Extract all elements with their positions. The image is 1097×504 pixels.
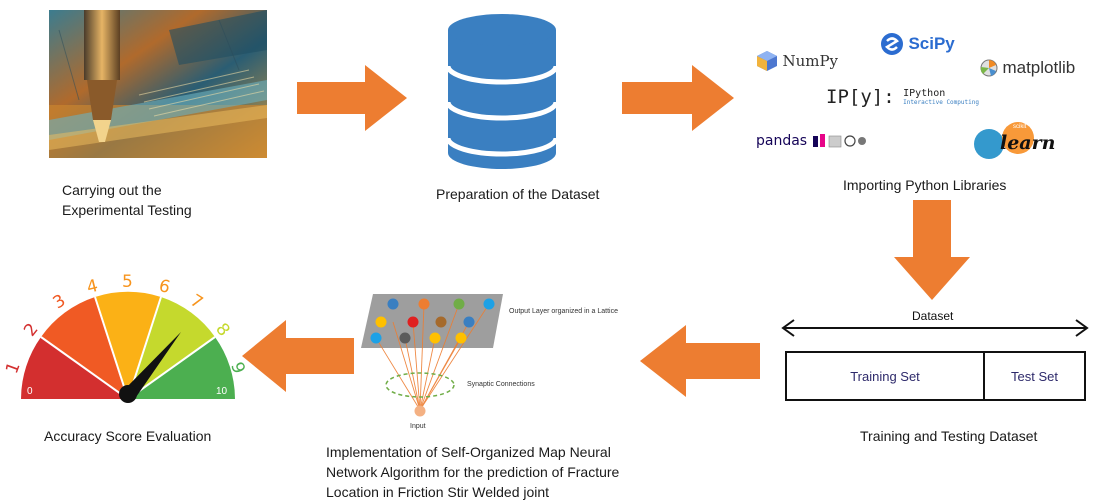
numpy-logo: NumPy — [756, 50, 838, 72]
som-synaptic-label: Synaptic Connections — [467, 381, 535, 388]
arrow-right-2 — [622, 65, 734, 131]
dataset-span-arrow — [780, 318, 1090, 343]
training-set-label: Training Set — [850, 368, 920, 384]
sklearn-label: learn — [1000, 132, 1056, 154]
som-input-label: Input — [410, 423, 426, 430]
arrow-left-2 — [242, 320, 354, 392]
numpy-label: NumPy — [782, 52, 839, 70]
som-caption: Implementation of Self-Organized Map Neu… — [326, 442, 619, 502]
ipython-prompt: IP[y]: — [826, 86, 895, 108]
matplotlib-logo: matplotlib — [980, 58, 1075, 78]
som-network-graphic — [361, 294, 503, 417]
python-libraries-logos: NumPy SciPy matplotlib IP[y]: IPython In… — [756, 28, 1096, 163]
dataset-split-box: Training Set Test Set — [785, 351, 1086, 401]
sklearn-icon — [974, 122, 1034, 159]
matplotlib-wheel-icon — [980, 59, 998, 77]
ipython-text: IPython Interactive Computing — [903, 88, 979, 107]
som-output-layer-label: Output Layer organized in a Lattice — [509, 308, 618, 315]
arrow-left-1 — [640, 325, 760, 397]
pandas-logo: pandas — [756, 132, 868, 150]
som-caption-line1: Implementation of Self-Organized Map Neu… — [326, 444, 611, 460]
scipy-snake-icon — [881, 33, 903, 55]
arrow-down — [894, 200, 970, 300]
ipython-subtitle: Interactive Computing — [903, 98, 979, 106]
gauge-graphic — [21, 291, 235, 403]
arrow-right-1 — [297, 65, 407, 131]
test-set-cell: Test Set — [985, 353, 1084, 399]
scipy-logo: SciPy — [880, 32, 955, 56]
gauge-min: 0 — [27, 386, 33, 397]
scipy-label: SciPy — [908, 34, 955, 53]
experimental-testing-line2: Experimental Testing — [62, 202, 192, 218]
som-caption-line3: Location in Friction Stir Welded joint — [326, 484, 550, 500]
sklearn-logo: scikit learn — [974, 122, 1056, 167]
pandas-label: pandas — [756, 132, 808, 149]
accuracy-caption: Accuracy Score Evaluation — [44, 428, 212, 444]
som-caption-line2: Network Algorithm for the prediction of … — [326, 464, 620, 480]
dataset-title: Dataset — [912, 309, 954, 323]
experimental-testing-image — [49, 10, 267, 158]
matplotlib-label: matplotlib — [1002, 58, 1076, 77]
numpy-cube-icon — [757, 51, 777, 71]
som-diagram: Output Layer organized in a Lattice Syna… — [357, 290, 647, 432]
sklearn-small-label: scikit — [1013, 124, 1027, 130]
pandas-glyphs-icon — [812, 133, 866, 148]
training-set-cell: Training Set — [787, 353, 985, 399]
gauge-max: 10 — [216, 386, 228, 397]
gauge-number-5: 5 — [122, 272, 133, 292]
ipython-label: IPython — [903, 87, 946, 99]
dataset-preparation-caption: Preparation of the Dataset — [436, 186, 600, 202]
train-test-caption: Training and Testing Dataset — [860, 428, 1038, 444]
experimental-testing-line1: Carrying out the — [62, 182, 162, 198]
experimental-testing-caption: Carrying out the Experimental Testing — [62, 180, 192, 220]
database-icon — [445, 14, 559, 174]
ipython-logo: IP[y]: IPython Interactive Computing — [826, 86, 979, 108]
python-libraries-caption: Importing Python Libraries — [843, 177, 1007, 193]
accuracy-gauge: 1 2 3 4 5 6 7 8 9 0 10 — [0, 268, 249, 403]
test-set-label: Test Set — [1011, 368, 1058, 384]
